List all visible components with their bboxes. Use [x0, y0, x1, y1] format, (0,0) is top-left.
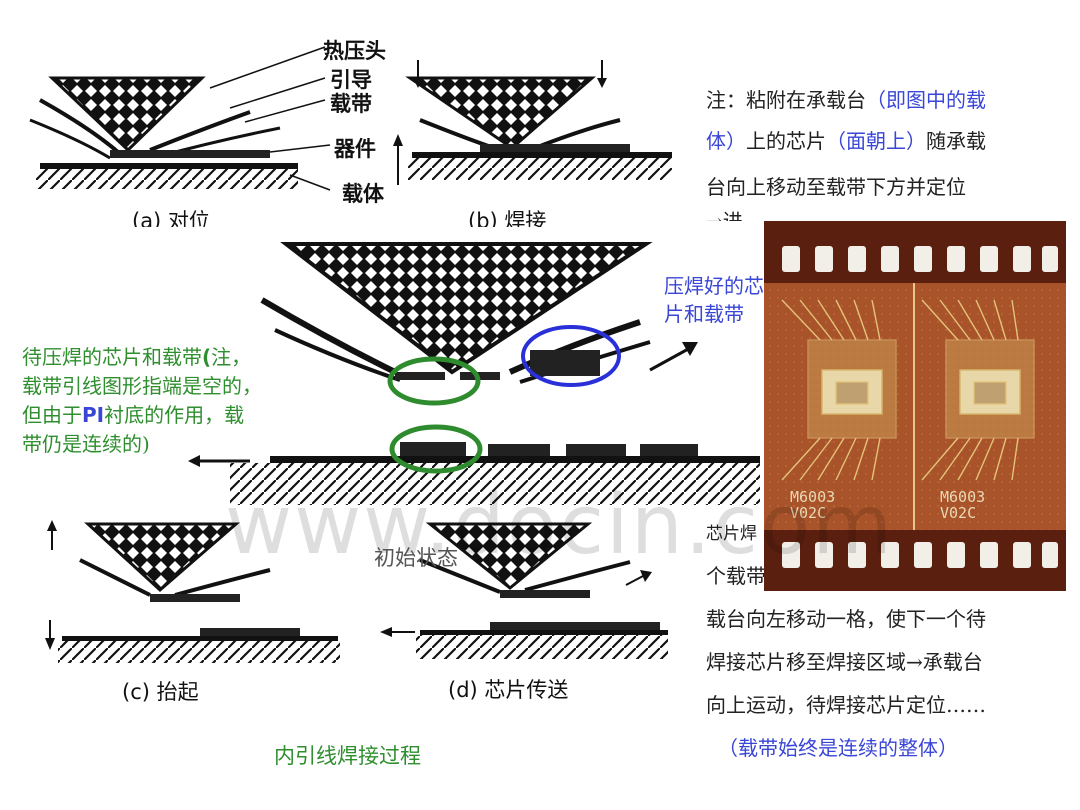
sprocket-holes-top — [782, 246, 1058, 272]
diagram-a — [29, 46, 403, 191]
photo-sub-right: V02C — [940, 504, 977, 522]
note-line-6: 个载带向左移动，承 — [706, 564, 764, 588]
label-tape: 载带 — [330, 92, 372, 116]
note-line-4: →进行焊接，载带焊接区与芯片 — [706, 209, 743, 221]
note-line-7: 载台向左移动一格，使下一个待 — [706, 607, 986, 631]
note-line-3: 台向上移动至载带下方并定位 — [706, 175, 966, 199]
annotation-line-4: 带仍是连续的) — [22, 432, 150, 456]
tape-photo — [764, 221, 1066, 591]
photo-sub-left: V02C — [790, 504, 827, 522]
annotation-bonded-chip: 压焊好的芯片和载带 — [664, 274, 764, 326]
label-initial-state: 初始状态 — [374, 546, 458, 570]
annotation-line-1: 待压焊的芯片和载带(注， — [22, 345, 252, 369]
caption-a: (a) 对位 — [132, 209, 210, 227]
note-line-9: 向上运动，待焊接芯片定位…… — [706, 693, 986, 717]
main-caption: 内引线焊接过程 — [274, 744, 421, 768]
sprocket-holes-bottom — [782, 542, 1058, 568]
photo-mark-left: M6003 — [790, 488, 836, 506]
note-line-1: 注：粘附在承载台（即图中的载 — [706, 88, 986, 112]
label-lead: 引导 — [330, 68, 372, 92]
label-carrier: 载体 — [342, 182, 384, 206]
annotation-line-3: 但由于PI衬底的作用，载 — [22, 403, 245, 427]
annotation-line-2: 载带引线图形指端是空的， — [22, 374, 262, 398]
photo-mark-right: M6003 — [940, 488, 986, 506]
label-hot-press-head: 热压头 — [323, 39, 386, 63]
diagram-c — [45, 520, 340, 663]
label-device: 器件 — [334, 137, 376, 161]
annotation-pending-chip: 待压焊的芯片和载带(注， 载带引线图形指端是空的， 但由于PI衬底的作用，载 带… — [22, 343, 312, 459]
chip-site-left — [781, 299, 897, 481]
note-line-10: （载带始终是连续的整体） — [718, 736, 958, 760]
chip-site-right — [921, 299, 1035, 481]
note-line-8: 焊接芯片移至焊接区域→承载台 — [706, 650, 983, 674]
watermark: www.docin.com — [225, 478, 894, 573]
note-line-2: 体）上的芯片（面朝上）随承载 — [706, 129, 986, 153]
caption-b: (b) 焊接 — [468, 209, 547, 227]
note-line-5: 芯片焊接完毕后，承载台连同下一 — [706, 524, 757, 542]
diagram-d — [380, 522, 668, 659]
caption-c: (c) 抬起 — [122, 680, 199, 704]
diagram-initial — [188, 242, 760, 505]
caption-d: (d) 芯片传送 — [448, 678, 569, 702]
diagram-b — [405, 60, 672, 180]
